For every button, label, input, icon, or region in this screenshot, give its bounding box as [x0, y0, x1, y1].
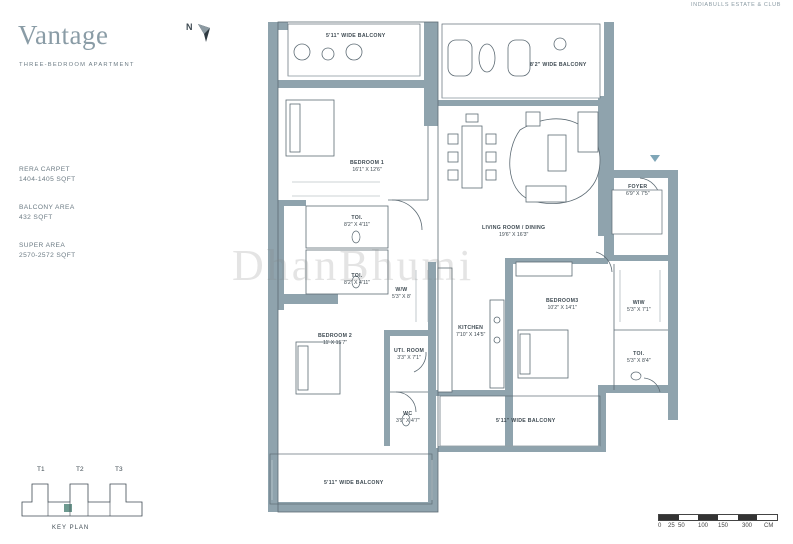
room-label-bedroom2: BEDROOM 2 11' X 15'7": [318, 333, 352, 346]
room-size: 11' X 15'7": [322, 339, 348, 346]
tower-label: T2: [76, 466, 84, 473]
scale-label: 150: [718, 523, 729, 529]
room-label-wc: WC 3'9" X 4'7": [396, 411, 420, 424]
stat-label: RERA CARPET: [19, 166, 70, 173]
scale-label: 100: [698, 523, 709, 529]
room-name: W/W: [395, 287, 408, 293]
scale-label: 50: [678, 523, 685, 529]
room-label-wiw-left: W/W 5'3" X 8': [392, 287, 411, 300]
room-label-kitchen: KITCHEN 7'10" X 14'5": [456, 325, 485, 338]
watermark: DhanBhumi: [232, 241, 475, 290]
room-label-foyer: FOYER 6'9" X 7'5": [626, 184, 650, 197]
room-name: TOI.: [633, 351, 645, 357]
scale-label: CM: [764, 523, 774, 529]
room-size: 7'10" X 14'5": [456, 331, 486, 338]
room-name: KITCHEN: [458, 325, 484, 331]
room-name: WC: [403, 411, 413, 417]
room-name: 5'11" WIDE BALCONY: [326, 33, 386, 39]
room-size: 10'2" X 14'1": [547, 304, 577, 311]
page-title: Vantage: [18, 20, 109, 50]
room-size: 3'9" X 4'7": [396, 417, 420, 424]
stat-rera: RERA CARPET 1404-1405 SQFT: [19, 165, 76, 185]
room-size: 5'3" X 8'4": [627, 357, 651, 364]
stat-label: BALCONY AREA: [19, 204, 75, 211]
room-size: 16'1" X 12'6": [352, 166, 382, 173]
room-label-balcony-bottom-mid: 5'11" WIDE BALCONY: [496, 418, 556, 425]
stat-value: 1404-1405 SQFT: [19, 176, 76, 183]
room-label-balcony-bottom-left: 5'11" WIDE BALCONY: [324, 480, 384, 487]
room-name: 5'11" WIDE BALCONY: [496, 418, 556, 424]
keyplan-diagram: [21, 483, 143, 517]
room-label-bedroom3: BEDROOM3 10'2" X 14'1": [546, 298, 578, 311]
brand-label: INDIABULLS ESTATE & CLUB: [691, 2, 781, 8]
scale-label: 0: [658, 523, 662, 529]
room-name: BEDROOM3: [546, 298, 579, 304]
scale-bar-graphic: [658, 514, 778, 521]
scale-label: 300: [742, 523, 753, 529]
room-name: TOI.: [351, 215, 363, 221]
room-size: 5'3" X 8': [392, 293, 411, 300]
room-size: 3'3" X 7'1": [397, 354, 421, 361]
unit-highlight-icon: [64, 504, 72, 512]
room-label-toilet2: TOI. 8'2" X 4'11": [344, 273, 370, 286]
stat-value: 2570-2572 SQFT: [19, 252, 76, 259]
room-label-toilet3: TOI. 5'3" X 8'4": [627, 351, 651, 364]
stat-balcony: BALCONY AREA 432 SQFT: [19, 203, 75, 223]
scale-bar: 0 25 50 100 150 300 CM: [658, 514, 778, 533]
north-arrow-icon: [198, 24, 210, 42]
room-size: 8'2" X 4'11": [344, 279, 371, 286]
stat-super: SUPER AREA 2570-2572 SQFT: [19, 241, 76, 261]
entry-marker-icon: [650, 155, 660, 162]
page-subtitle: THREE-BEDROOM APARTMENT: [19, 62, 135, 68]
room-name: UTI. ROOM: [394, 348, 425, 354]
room-name: BEDROOM 1: [350, 160, 385, 166]
room-name: 5'11" WIDE BALCONY: [324, 480, 384, 486]
stat-value: 432 SQFT: [19, 214, 53, 221]
room-size: 19'6" X 16'3": [499, 231, 529, 238]
north-label: N: [186, 22, 193, 32]
room-label-wiw-right: WIW 5'3" X 7'1": [627, 300, 651, 313]
room-name: FOYER: [628, 184, 648, 190]
tower-label: T3: [115, 466, 123, 473]
room-size: 5'3" X 7'1": [627, 306, 651, 313]
scale-label: 25: [668, 523, 675, 529]
room-label-balcony-top-left: 5'11" WIDE BALCONY: [326, 33, 386, 40]
keyplan-title: KEY PLAN: [52, 525, 90, 531]
room-name: LIVING ROOM / DINING: [482, 225, 546, 231]
tower-label: T1: [37, 466, 45, 473]
room-label-bedroom1: BEDROOM 1 16'1" X 12'6": [350, 160, 384, 173]
room-size: 8'2" X 4'11": [344, 221, 371, 228]
room-name: BEDROOM 2: [318, 333, 353, 339]
room-size: 6'9" X 7'5": [626, 190, 650, 197]
room-label-living: LIVING ROOM / DINING 19'6" X 16'3": [482, 225, 545, 238]
room-label-balcony-top-right: 8'2" WIDE BALCONY: [530, 62, 587, 69]
room-name: WIW: [632, 300, 645, 306]
room-label-toilet1: TOI. 8'2" X 4'11": [344, 215, 370, 228]
stat-label: SUPER AREA: [19, 242, 66, 249]
room-name: 8'2" WIDE BALCONY: [530, 62, 587, 68]
room-name: TOI.: [351, 273, 363, 279]
room-label-utility: UTI. ROOM 3'3" X 7'1": [394, 348, 424, 361]
